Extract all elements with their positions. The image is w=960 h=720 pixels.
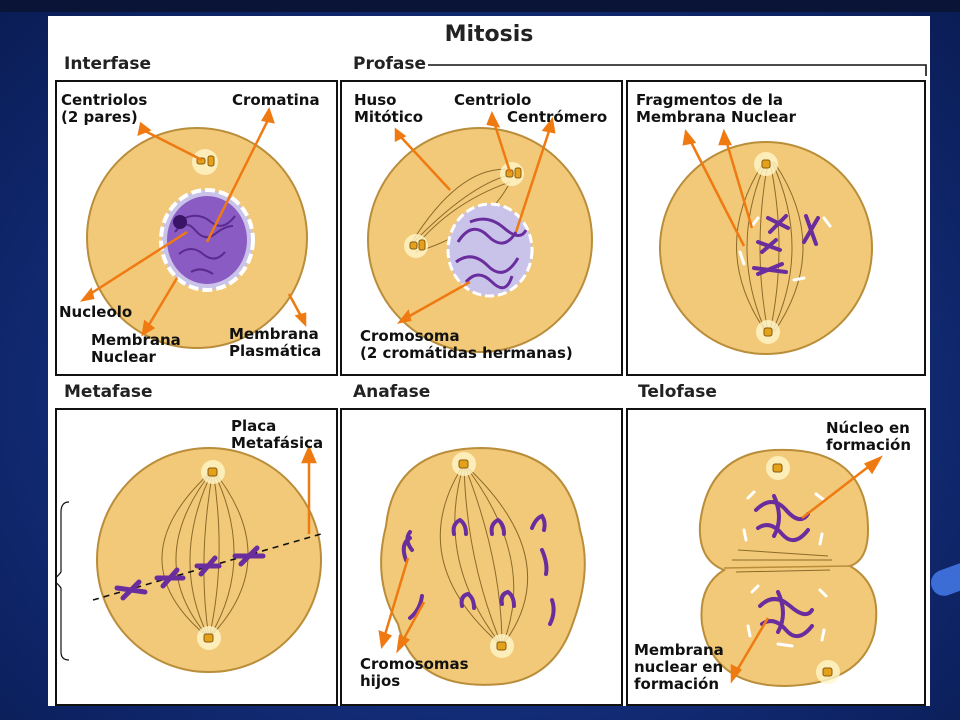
centriole-icon (766, 456, 790, 480)
phase-title-interfase: Interfase (64, 54, 151, 74)
label-cromatina: Cromatina (232, 91, 320, 109)
label-centriolos: Centriolos(2 pares) (61, 91, 148, 126)
centriole-icon (490, 634, 514, 658)
label-centromero: Centrómero (507, 108, 608, 126)
phase-title-metafase: Metafase (64, 382, 153, 402)
label-cromosoma: Cromosoma(2 cromátidas hermanas) (360, 327, 573, 362)
panel-interfase: Centriolos(2 pares) Cromatina Nucleolo M… (55, 80, 338, 376)
centriole-icon (192, 149, 218, 175)
centriole-icon (756, 320, 780, 344)
anafase-illustration (378, 446, 586, 686)
metafase-illustration (57, 444, 322, 673)
diagram-title: Mitosis (444, 22, 534, 47)
centriole-icon (754, 152, 778, 176)
decorative-swoosh (927, 554, 960, 600)
profase-early-illustration (367, 110, 593, 353)
phase-title-profase: Profase (353, 54, 427, 74)
profase-bracket (428, 64, 927, 76)
telofase-illustration (698, 448, 883, 688)
phase-title-telofase: Telofase (638, 382, 717, 402)
label-nucleolo: Nucleolo (59, 303, 133, 321)
centriole-icon (404, 234, 428, 258)
centriole-icon (816, 660, 840, 684)
diagram-sheet: Mitosis Interfase Profase Metafase Anafa… (48, 16, 930, 706)
phase-title-anafase: Anafase (353, 382, 431, 402)
centriole-icon (201, 460, 225, 484)
centriole-icon (500, 162, 524, 186)
interfase-illustration (79, 107, 308, 349)
label-centriolo: Centriolo (454, 91, 532, 109)
top-band (0, 0, 960, 12)
arrows (79, 107, 307, 337)
centriole-icon (452, 452, 476, 476)
centriole-icon (197, 626, 221, 650)
profase-late-illustration (659, 128, 873, 355)
